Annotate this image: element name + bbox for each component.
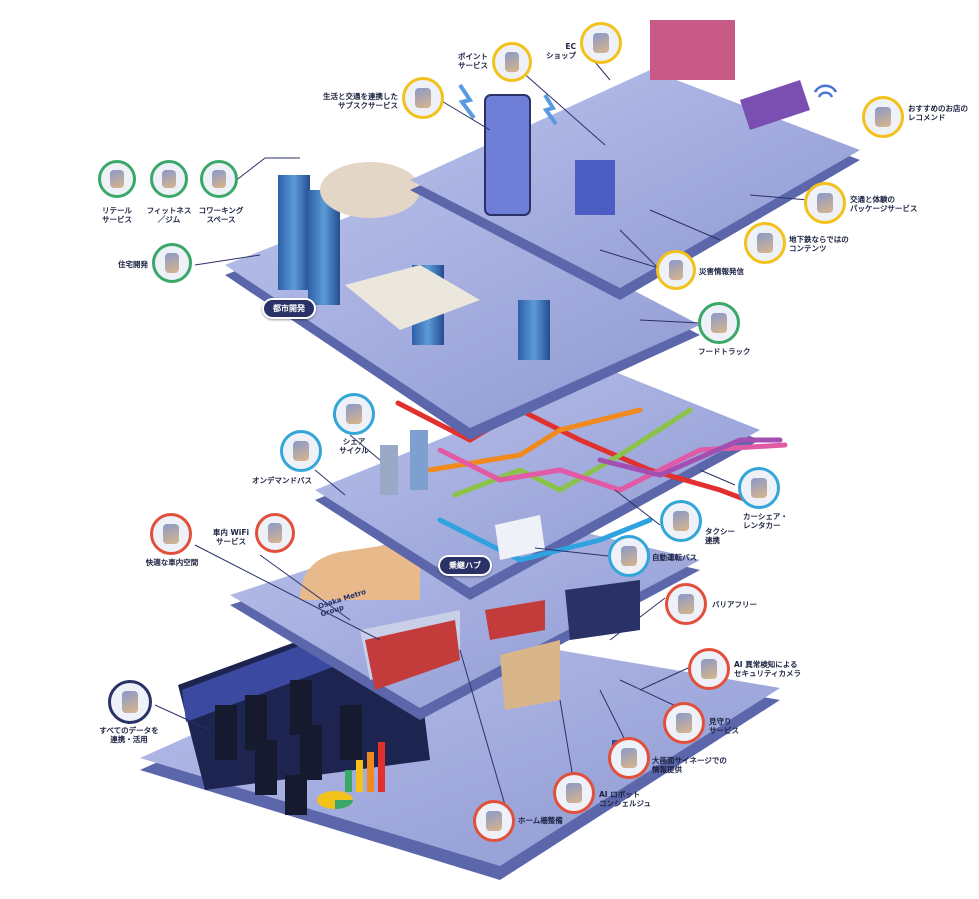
disaster-info-icon: [656, 250, 696, 290]
car-share-icon: [738, 467, 780, 509]
wifi-service-icon: [255, 513, 295, 553]
label-share-cycle: シェア サイクル: [339, 437, 369, 455]
label-on-demand-bus: オンデマンドバス: [252, 476, 312, 485]
label-wifi: 車内 WiFi サービス: [212, 528, 250, 546]
autonomous-bus-icon: [608, 535, 650, 577]
event-stage: [740, 80, 810, 130]
label-data: すべてのデータを 連携・活用: [99, 726, 159, 744]
watch-service-icon: [663, 702, 705, 744]
server-racks: [215, 680, 362, 815]
transit-routes: [395, 400, 788, 563]
label-barrier-free: バリアフリー: [712, 600, 757, 609]
underground-content-icon: [744, 222, 786, 264]
layer-city: [225, 162, 700, 440]
subscription-icon: [402, 77, 444, 119]
round-building: [320, 162, 420, 218]
label-comfort: 快適な車内空間: [145, 558, 199, 567]
label-ai-camera: AI 異常検知による セキュリティカメラ: [734, 660, 802, 678]
city-layer-tag: 都市開発: [262, 298, 316, 319]
hub-layer-tag: 乗継ハブ: [438, 555, 492, 576]
point-service-icon: [492, 42, 532, 82]
comfort-icon: [150, 513, 192, 555]
label-subscription: 生活と交通を連携した サブスクサービス: [323, 92, 398, 110]
callout-lines: [154, 49, 809, 806]
layer-hub: [315, 370, 788, 600]
ec-shop-icon: [580, 22, 622, 64]
label-car-share: カーシェア・ レンタカー: [743, 512, 788, 530]
label-coworking: コワーキング スペース: [198, 206, 244, 224]
label-underground: 地下鉄ならではの コンテンツ: [789, 235, 849, 253]
layer-station: [230, 510, 700, 768]
label-disaster: 災害情報発信: [699, 267, 744, 276]
food-truck-icon: [698, 302, 740, 344]
skyscraper: [278, 175, 310, 290]
on-demand-bus-icon: [280, 430, 322, 472]
housing-icon: [152, 243, 192, 283]
label-watch: 見守り サービス: [709, 717, 739, 735]
label-autonomous-bus: 自動運転バス: [652, 553, 697, 562]
label-recommend: おすすめのお店の レコメンド: [908, 104, 968, 122]
taxi-icon: [660, 500, 702, 542]
label-ec: EC ショップ: [546, 42, 576, 60]
layer-digital: [410, 20, 860, 300]
platform-door-icon: [473, 800, 515, 842]
label-points: ポイント サービス: [458, 52, 488, 70]
label-taxi: タクシー 連携: [705, 527, 735, 545]
data-link-icon: [108, 680, 152, 724]
label-retail: リテール サービス: [102, 206, 132, 224]
recommend-icon: [862, 96, 904, 138]
label-signage: 大画面サイネージでの 情報提供: [652, 756, 727, 774]
label-package: 交通と体験の パッケージサービス: [850, 195, 918, 213]
label-fitness: フィットネス ／ジム: [146, 206, 192, 224]
label-foodtruck: フードトラック: [698, 347, 751, 356]
share-cycle-icon: [333, 393, 375, 435]
data-bar-chart: [317, 742, 385, 809]
wifi-signal-icon: [813, 84, 838, 98]
label-robot: AI ロボット コンシェルジュ: [599, 790, 651, 808]
fitness-icon: [150, 160, 188, 198]
robot-concierge-icon: [553, 772, 595, 814]
package-service-icon: [804, 182, 846, 224]
retail-service-icon: [98, 160, 136, 198]
smartphone: [484, 94, 531, 216]
label-platform-door: ホーム柵整備: [518, 816, 563, 825]
signage-icon: [608, 737, 650, 779]
ai-camera-icon: [688, 648, 730, 690]
label-housing: 住宅開発: [118, 260, 148, 269]
barrier-free-icon: [665, 583, 707, 625]
coworking-icon: [200, 160, 238, 198]
